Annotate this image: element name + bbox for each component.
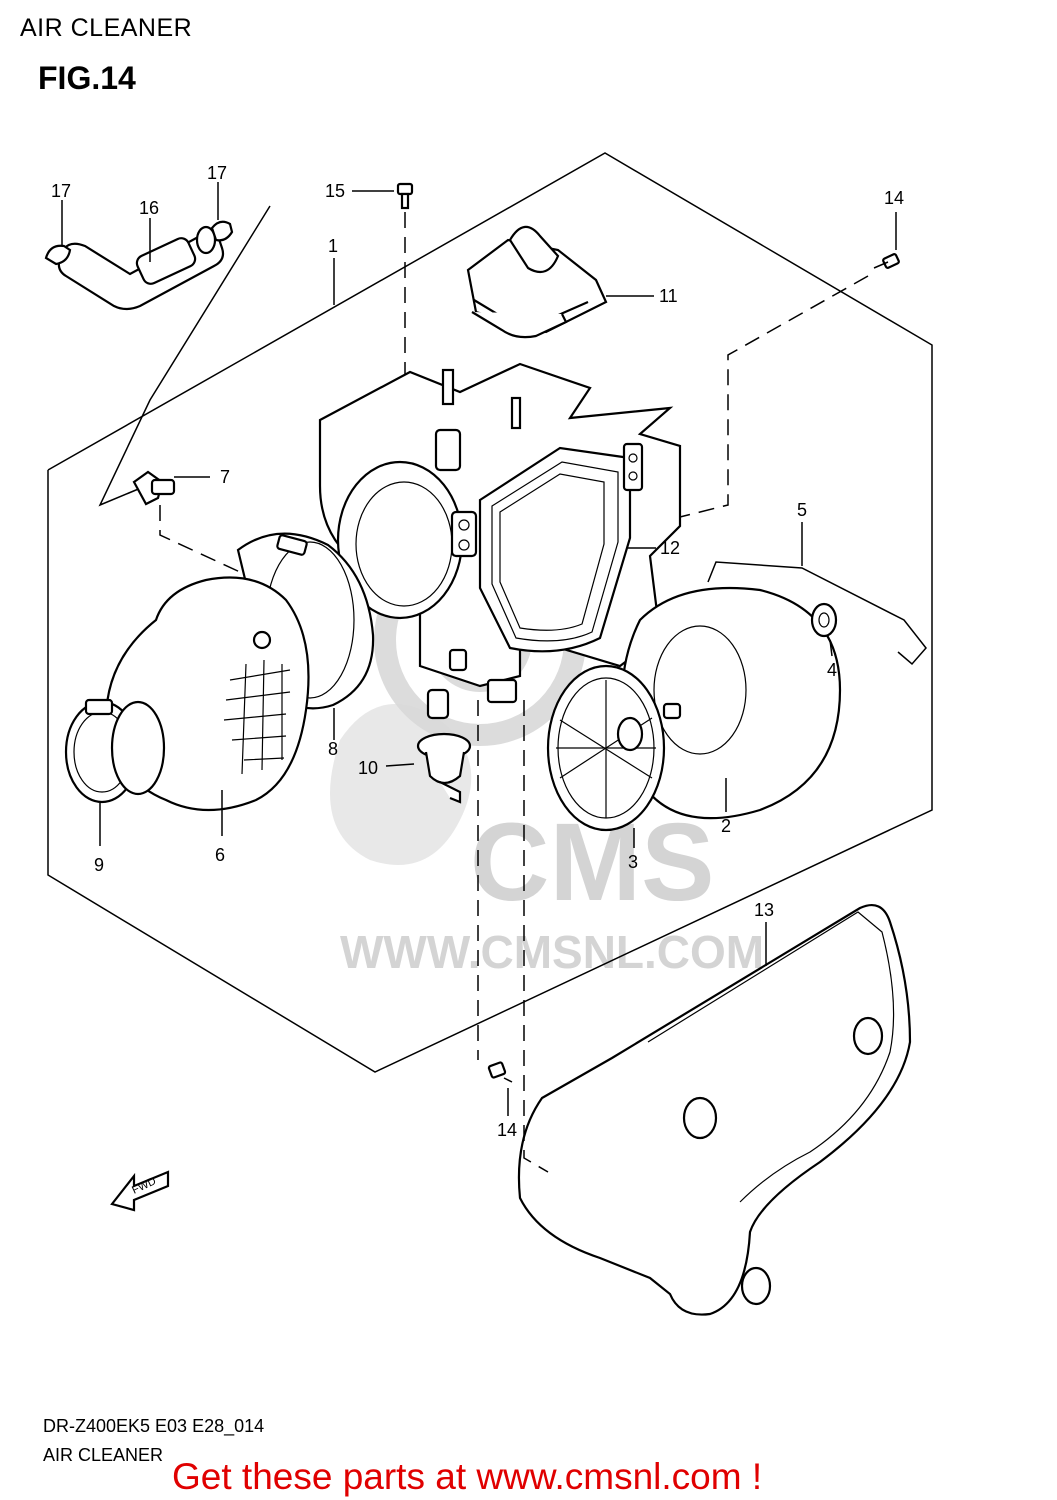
callout-14-bottom: 14 xyxy=(497,1120,517,1140)
callout-15: 15 xyxy=(325,181,345,201)
clamp-9 xyxy=(64,698,166,846)
grommet-4 xyxy=(810,602,838,657)
parts-cta-link[interactable]: Get these parts at www.cmsnl.com ! xyxy=(172,1456,763,1497)
assembly-outline xyxy=(47,152,933,1073)
page-title: AIR CLEANER xyxy=(20,14,193,42)
callout-4: 4 xyxy=(827,660,837,680)
screw-14-top xyxy=(635,212,900,529)
callout-17-right: 17 xyxy=(207,163,227,183)
screw-14-bottom xyxy=(477,700,513,1116)
callout-8: 8 xyxy=(328,739,338,759)
callout-7: 7 xyxy=(220,467,230,487)
diagram-code: DR-Z400EK5 E03 E28_014 xyxy=(43,1416,265,1436)
side-cover-13 xyxy=(517,700,912,1316)
air-cleaner-case xyxy=(318,362,682,720)
callout-labels: 1 2 3 4 5 6 7 8 9 10 11 12 13 14 14 15 1… xyxy=(51,163,904,1140)
callout-12: 12 xyxy=(660,538,680,558)
callout-10: 10 xyxy=(358,758,378,778)
callout-9: 9 xyxy=(94,855,104,875)
seal-10 xyxy=(385,732,472,804)
figure-number: FIG.14 xyxy=(38,60,136,96)
callout-6: 6 xyxy=(215,845,225,865)
callout-11: 11 xyxy=(659,286,678,306)
callout-2: 2 xyxy=(721,816,731,836)
callout-3: 3 xyxy=(628,852,638,872)
callout-16: 16 xyxy=(139,198,159,218)
watermark-url: WWW.CMSNL.COM xyxy=(340,926,764,978)
diagram-caption: AIR CLEANER xyxy=(43,1445,164,1465)
fwd-arrow-icon: FWD xyxy=(110,1170,170,1212)
callout-5: 5 xyxy=(797,500,807,520)
callout-14-top: 14 xyxy=(884,188,904,208)
callout-17-left: 17 xyxy=(51,181,71,201)
callout-1: 1 xyxy=(328,236,338,256)
breather-hose xyxy=(44,182,271,507)
wire-clip-5 xyxy=(707,522,927,666)
filter-cage-3 xyxy=(546,664,682,848)
duct-11 xyxy=(466,225,654,339)
watermark: CMS WWW.CMSNL.COM xyxy=(330,534,764,978)
callout-13: 13 xyxy=(754,900,774,920)
